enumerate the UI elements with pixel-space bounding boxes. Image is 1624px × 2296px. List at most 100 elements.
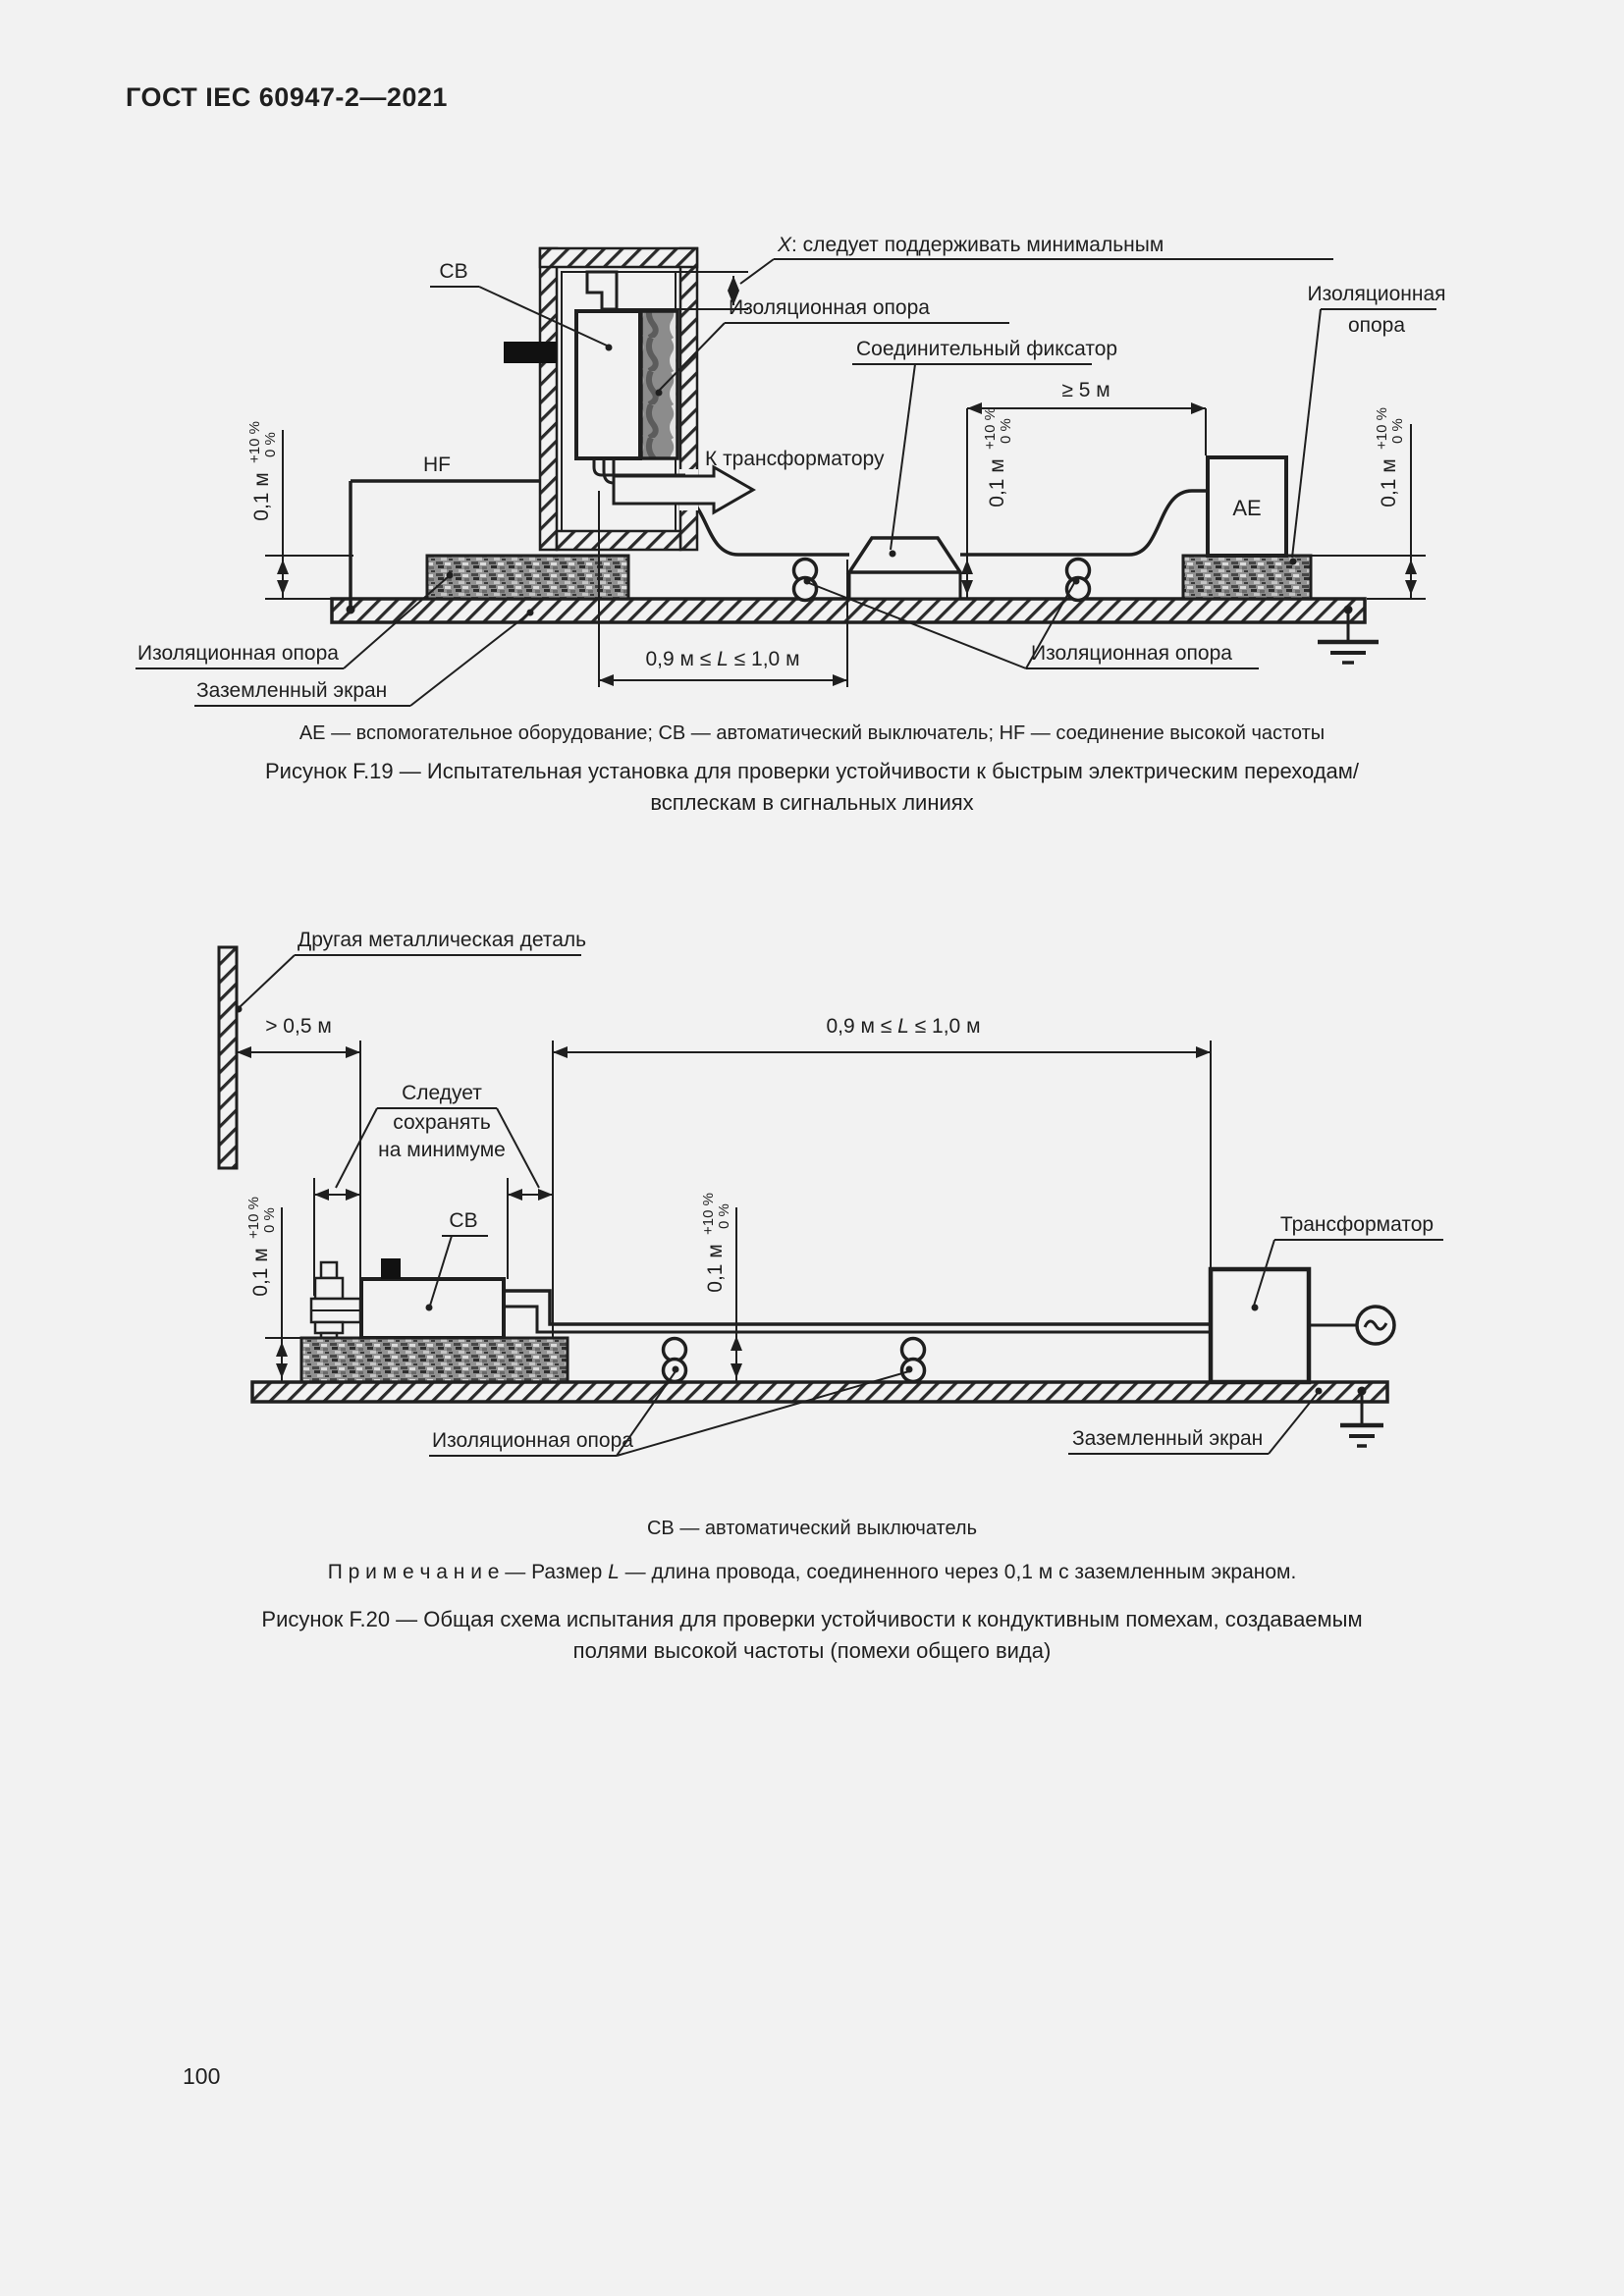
note-symbol: L (608, 1561, 620, 1583)
transformer-callout: Трансформатор (1251, 1213, 1443, 1311)
fig19-caption: Рисунок F.19 — Испытательная установка д… (0, 756, 1624, 819)
enclosure-wall-left (538, 246, 559, 552)
hf-label: HF (423, 454, 451, 476)
insulating-support-bottom-label: Изоляционная опора (1031, 642, 1232, 665)
transformer-label: Трансформатор (1280, 1213, 1434, 1236)
svg-text:+10 %: +10 % (982, 407, 999, 450)
test-enclosure (504, 246, 748, 552)
coupling-clamp-callout: Соединительный фиксатор (852, 338, 1117, 558)
dimension-01m-right-text: 0,1 м +10 % 0 % (1374, 407, 1406, 507)
hf-connection: HF (349, 454, 540, 609)
keep-minimum-line2: сохранять (393, 1111, 491, 1134)
insulating-support-block-left (425, 554, 630, 601)
insulating-support-right-label-1: Изоляционная (1307, 283, 1445, 305)
insulating-support-label: Изоляционная опора (432, 1429, 633, 1452)
keep-minimum-line3: на минимуме (378, 1139, 506, 1161)
bolt-terminal (309, 1260, 362, 1344)
dimension-01m-left-text: 0,1 м +10 % 0 % (246, 421, 279, 521)
dimension-01m-right (1308, 424, 1426, 600)
note-prefix: П р и м е ч а н и е — Размер (327, 1561, 609, 1583)
ground-connection-dot-left (346, 605, 355, 614)
keep-minimum-callout: Следует сохранять на минимуме (335, 1082, 540, 1189)
circuit-breaker-box (574, 309, 642, 460)
ac-source (1309, 1305, 1396, 1346)
fig20-caption-line2: полями высокой частоты (помехи общего ви… (572, 1638, 1052, 1663)
insulating-support-top-label: Изоляционная опора (729, 296, 930, 319)
figure-f20-diagram: Другая металлическая деталь > 0,5 м 0,9 … (217, 929, 1443, 1457)
bobbin-insulator-1 (661, 1336, 688, 1384)
grounded-screen-callout: Заземленный экран (194, 609, 534, 707)
insulating-support-block (299, 1336, 569, 1384)
x-minimal-callout: X: следует поддерживать минимальным (739, 234, 1333, 285)
dimension-L2 (552, 1041, 1212, 1337)
svg-text:0,1 м: 0,1 м (704, 1244, 727, 1292)
svg-text:0 %: 0 % (716, 1203, 732, 1229)
l-range-label-2: 0,9 м ≤ L ≤ 1,0 м (826, 1015, 980, 1038)
svg-text:0 %: 0 % (261, 1207, 278, 1233)
fig20-note: П р и м е ч а н и е — Размер L — длина п… (0, 1561, 1624, 1584)
cb-callout: СВ (430, 260, 613, 351)
test-wire-upper (504, 1289, 1211, 1326)
gt-05m-label: > 0,5 м (265, 1015, 332, 1038)
dimension-05m (237, 1041, 361, 1279)
coupling-clamp-label: Соединительный фиксатор (856, 338, 1117, 360)
insulating-support-strip (639, 309, 679, 460)
insulating-support-block-right (1181, 554, 1313, 601)
other-metal-part-bar (217, 945, 239, 1170)
dimension-01m-middle-text: 0,1 м +10 % 0 % (982, 407, 1014, 507)
enclosure-wall-bottom (555, 529, 682, 552)
svg-text:0,1 м: 0,1 м (250, 472, 273, 520)
ground-connection-dot-right (1343, 605, 1353, 614)
insulating-support-bottom-callout: Изоляционная опора (803, 577, 1259, 669)
svg-text:+10 %: +10 % (245, 1197, 262, 1239)
ac-sine-icon (1363, 1319, 1388, 1331)
l-range-label: 0,9 м ≤ L ≤ 1,0 м (645, 648, 799, 670)
dimension-01m-left-text: 0,1 м +10 % 0 % (245, 1197, 278, 1297)
x-minimal-label: X: следует поддерживать минимальным (777, 234, 1164, 256)
fig20-caption-line1: Рисунок F.20 — Общая схема испытания для… (261, 1607, 1363, 1631)
grounded-screen-label: Заземленный экран (196, 679, 387, 702)
insulating-support-left-label: Изоляционная опора (137, 642, 339, 665)
dimension-01m-middle-text: 0,1 м +10 % 0 % (700, 1193, 732, 1293)
svg-text:+10 %: +10 % (700, 1193, 717, 1235)
keep-minimum-line1: Следует (402, 1082, 482, 1104)
cb-label: СВ (439, 260, 467, 283)
to-transformer-arrow (612, 464, 757, 515)
hf-connector-block (504, 342, 557, 363)
insulating-support-left-callout: Изоляционная опора (135, 571, 454, 669)
dimension-01m-left (265, 430, 353, 600)
bobbin-insulator-2 (1064, 557, 1092, 603)
insulating-support-top-callout: Изоляционная опора (655, 296, 1009, 397)
ge-5m-label: ≥ 5 м (1061, 379, 1110, 401)
enclosure-wall-top (538, 246, 699, 269)
coupling-clamp (845, 536, 964, 601)
grounded-screen-callout: Заземленный экран (1068, 1387, 1323, 1455)
cb-label: СВ (449, 1209, 477, 1232)
insulating-support-right-callout: Изоляционная опора (1289, 283, 1446, 565)
other-metal-part-label: Другая металлическая деталь (298, 929, 586, 951)
insulating-support-callout: Изоляционная опора (429, 1365, 913, 1457)
fig20-legend: СВ — автоматический выключатель (646, 1518, 977, 1539)
test-wire-lower (504, 1305, 1211, 1334)
figure-f19-diagram: К трансформатору АЕ HF 0,1 м +10 % 0 % ≥… (135, 234, 1446, 707)
note-suffix: — длина провода, соединенного через 0,1 … (619, 1561, 1297, 1583)
svg-text:0 %: 0 % (998, 418, 1014, 444)
svg-text:+10 %: +10 % (246, 421, 263, 463)
circuit-breaker-device (359, 1258, 506, 1340)
svg-text:0 %: 0 % (262, 432, 279, 457)
svg-text:0,1 м: 0,1 м (1378, 458, 1400, 507)
page-number: 100 (183, 2063, 221, 2089)
svg-text:0 %: 0 % (1389, 418, 1406, 444)
dimension-5m (967, 402, 1207, 455)
signal-wire-right (960, 489, 1208, 557)
minimum-gap-dimensions (313, 1178, 553, 1296)
cb-callout: СВ (425, 1209, 488, 1311)
ground-plane-bar (250, 1380, 1389, 1404)
device-terminal (381, 1258, 401, 1279)
dimension-L (598, 491, 848, 687)
fig19-legend: АЕ — вспомогательное оборудование; СВ — … (298, 722, 1326, 744)
top-gap-detail (585, 270, 619, 311)
document-title: ГОСТ IEC 60947-2—2021 (126, 82, 448, 112)
other-metal-part-callout: Другая металлическая деталь (235, 929, 586, 1013)
